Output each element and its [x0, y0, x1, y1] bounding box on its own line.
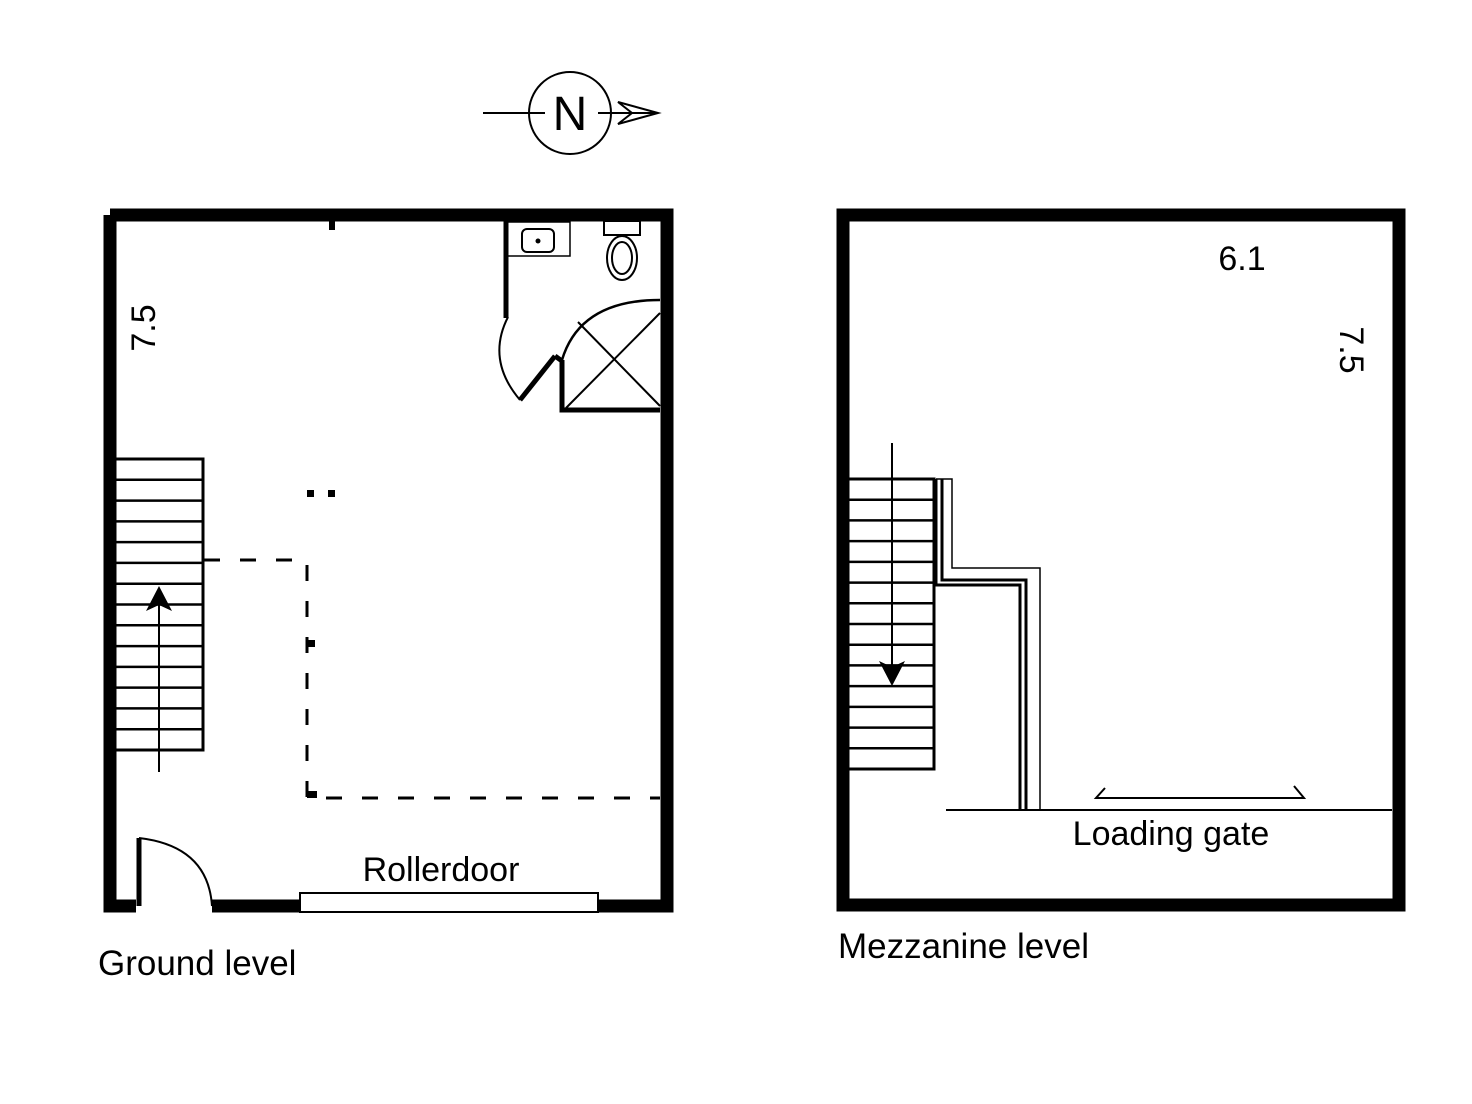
mezzanine-outline-dashed [204, 558, 660, 800]
column-marker [307, 640, 315, 647]
rollerdoor-label: Rollerdoor [363, 851, 520, 889]
bathroom-door-swing [498, 316, 521, 401]
stair-up-arrow-icon [146, 586, 172, 611]
balustrade-inner [934, 479, 1022, 810]
entry-door-swing [138, 837, 213, 907]
shower-wall [559, 360, 660, 413]
toilet-cistern [603, 220, 641, 236]
stair-down-arrow-icon [879, 661, 905, 686]
mezzanine-wall-outer [836, 208, 1406, 912]
shower-cross-b [577, 321, 661, 407]
toilet-seat [611, 241, 633, 275]
balustrade-outer [936, 478, 1041, 810]
basin-drain [535, 238, 541, 244]
ground-level-plan: Rollerdoor 7.5 [98, 208, 674, 983]
mezzanine-width-dimension: 6.1 [1218, 240, 1265, 278]
ground-wall-left [103, 215, 136, 913]
balustrade-middle [940, 479, 1028, 810]
compass-arrow-icon [617, 101, 662, 125]
ground-depth-dimension: 7.5 [125, 304, 163, 351]
basin-icon [521, 228, 555, 253]
loading-gate[interactable] [1093, 785, 1307, 799]
shower-cross-a [565, 312, 661, 409]
compass-letter: N [553, 88, 588, 141]
loading-gate-label: Loading gate [1073, 815, 1270, 853]
toilet-icon [606, 235, 638, 281]
shower-screen [560, 298, 661, 361]
ground-wall-outer [110, 208, 674, 913]
wall-stub [329, 221, 335, 230]
column-marker [328, 490, 335, 497]
north-compass: N [483, 71, 662, 155]
mezzanine-level-plan: 6.1 7.5 Loading gate Mezzanine level [836, 208, 1406, 966]
bathroom-door-leaf[interactable] [518, 354, 557, 402]
mezzanine-depth-dimension: 7.5 [1332, 326, 1370, 373]
rollerdoor[interactable] [299, 892, 599, 913]
bathroom [498, 220, 661, 413]
column-marker [307, 791, 317, 798]
column-marker [307, 490, 314, 497]
ground-level-title: Ground level [98, 944, 296, 983]
vanity [506, 221, 571, 257]
mezzanine-level-title: Mezzanine level [838, 927, 1089, 966]
